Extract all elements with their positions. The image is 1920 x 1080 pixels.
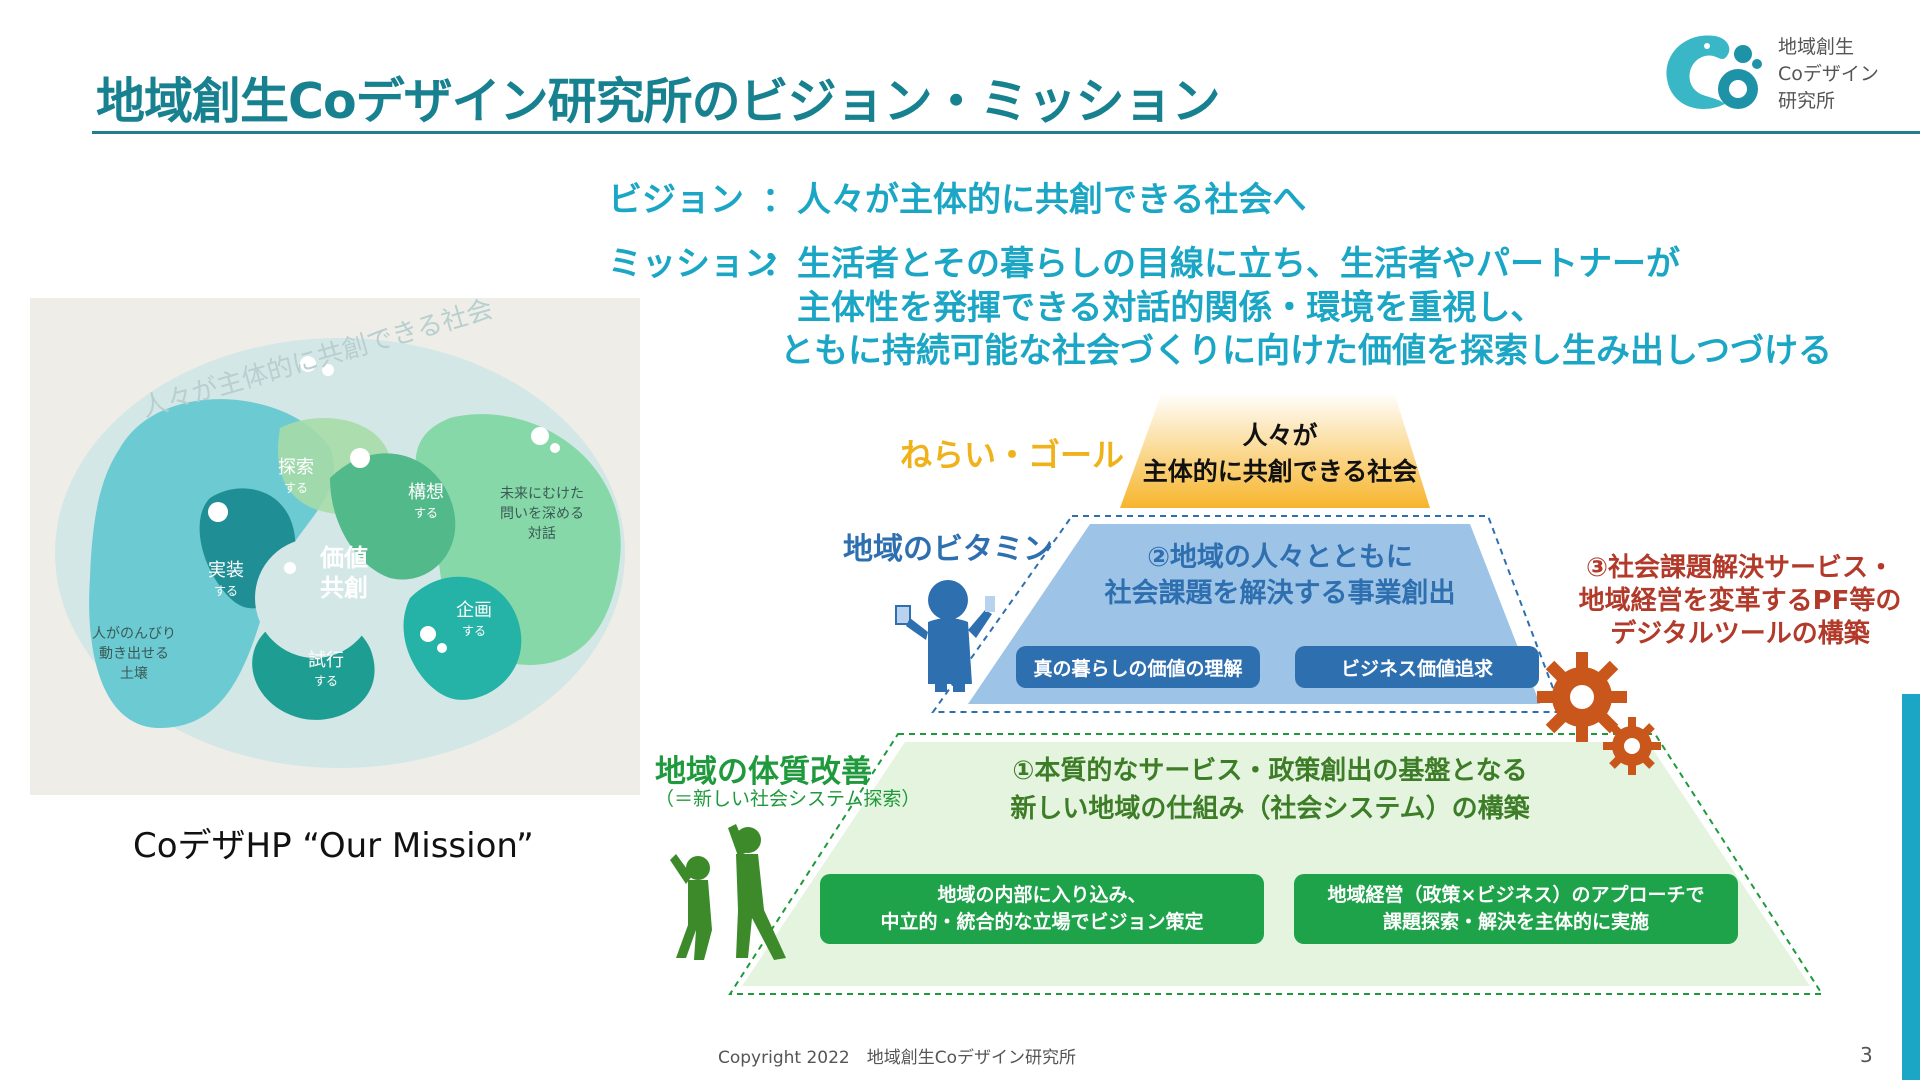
vision-text: 人々が主体的に共創できる社会へ — [797, 180, 1307, 220]
person-drinking-icon — [895, 580, 995, 692]
title-divider — [92, 131, 1920, 134]
base-tier-title: ①本質的なサービス・政策創出の基盤となる 新しい地域の仕組み（社会システム）の構… — [1010, 756, 1530, 824]
base-button-approach: 地域経営（政策×ビジネス）のアプローチで 課題探索・解決を主体的に実施 — [1294, 874, 1738, 944]
bubble-plan: 企画 する — [456, 600, 492, 638]
mission-line-3: ともに持続可能な社会づくりに向けた価値を探索し生み出しつづける — [780, 331, 1832, 371]
middle-button-business: ビジネス価値追求 — [1295, 646, 1539, 688]
tool-label: ③社会課題解決サービス・ 地域経営を変革するPF等の デジタルツールの構築 — [1578, 553, 1902, 649]
illustration-note-right: 未来にむけた 問いを深める 対話 — [500, 486, 584, 542]
edge-accent-bar — [1902, 694, 1920, 1080]
people-exercising-icon — [670, 824, 786, 960]
base-label: 地域の体質改善 — [655, 754, 872, 790]
page-number: 3 — [1860, 1043, 1873, 1067]
goal-text: 人々が 主体的に共創できる社会 — [1142, 421, 1418, 486]
base-sublabel: （＝新しい社会システム探索） — [655, 788, 921, 810]
logo-line: 地域創生 — [1778, 36, 1855, 58]
logo-line: 研究所 — [1778, 90, 1836, 112]
bubble-implement: 実装 する — [208, 560, 244, 598]
middle-tier-title: ②地域の人々とともに 社会課題を解決する事業創出 — [1104, 542, 1456, 609]
vision-label: ビジョン — [608, 180, 744, 220]
mission-label: ミッション — [608, 244, 778, 284]
vitamin-label: 地域のビタミン — [843, 532, 1053, 567]
vision-separator: ： — [762, 180, 796, 220]
middle-button-value: 真の暮らしの価値の理解 — [1016, 646, 1260, 688]
mission-illustration: 人々が主体的に共創できる社会 価値 共創 探索 する 構想 する 実装 する 企… — [30, 298, 640, 795]
bubble-explore: 探索 する — [278, 457, 314, 495]
page-title: 地域創生Coデザイン研究所のビジョン・ミッション — [96, 73, 1221, 130]
gear-icon — [1537, 652, 1661, 775]
mission-separator: ： — [762, 244, 796, 284]
bubble-concept: 構想 する — [408, 482, 444, 520]
illustration-center-label: 価値 共創 — [320, 544, 368, 602]
logo-wordmark: 地域創生 Coデザイン 研究所 — [1778, 34, 1879, 115]
pyramid-middle-outline — [931, 515, 1564, 713]
goal-label: ねらい・ゴール — [900, 436, 1125, 474]
illustration-caption: CoデザHP “Our Mission” — [133, 826, 534, 866]
pyramid-goal-tier — [1120, 392, 1430, 508]
logo-line: Coデザイン — [1778, 63, 1879, 85]
footer-copyright: Copyright 2022 地域創生Coデザイン研究所 — [718, 1048, 1077, 1068]
bubble-trial: 試行 する — [308, 650, 344, 688]
illustration-note-left: 人がのんびり 動き出せる 土壌 — [92, 626, 176, 682]
co-logo-icon — [1666, 35, 1762, 110]
mission-line-1: 生活者とその暮らしの目線に立ち、生活者やパートナーが — [797, 244, 1680, 284]
mission-line-2: 主体性を発揮できる対話的関係・環境を重視し、 — [797, 288, 1545, 328]
base-button-vision: 地域の内部に入り込み、 中立的・統合的な立場でビジョン策定 — [820, 874, 1264, 944]
